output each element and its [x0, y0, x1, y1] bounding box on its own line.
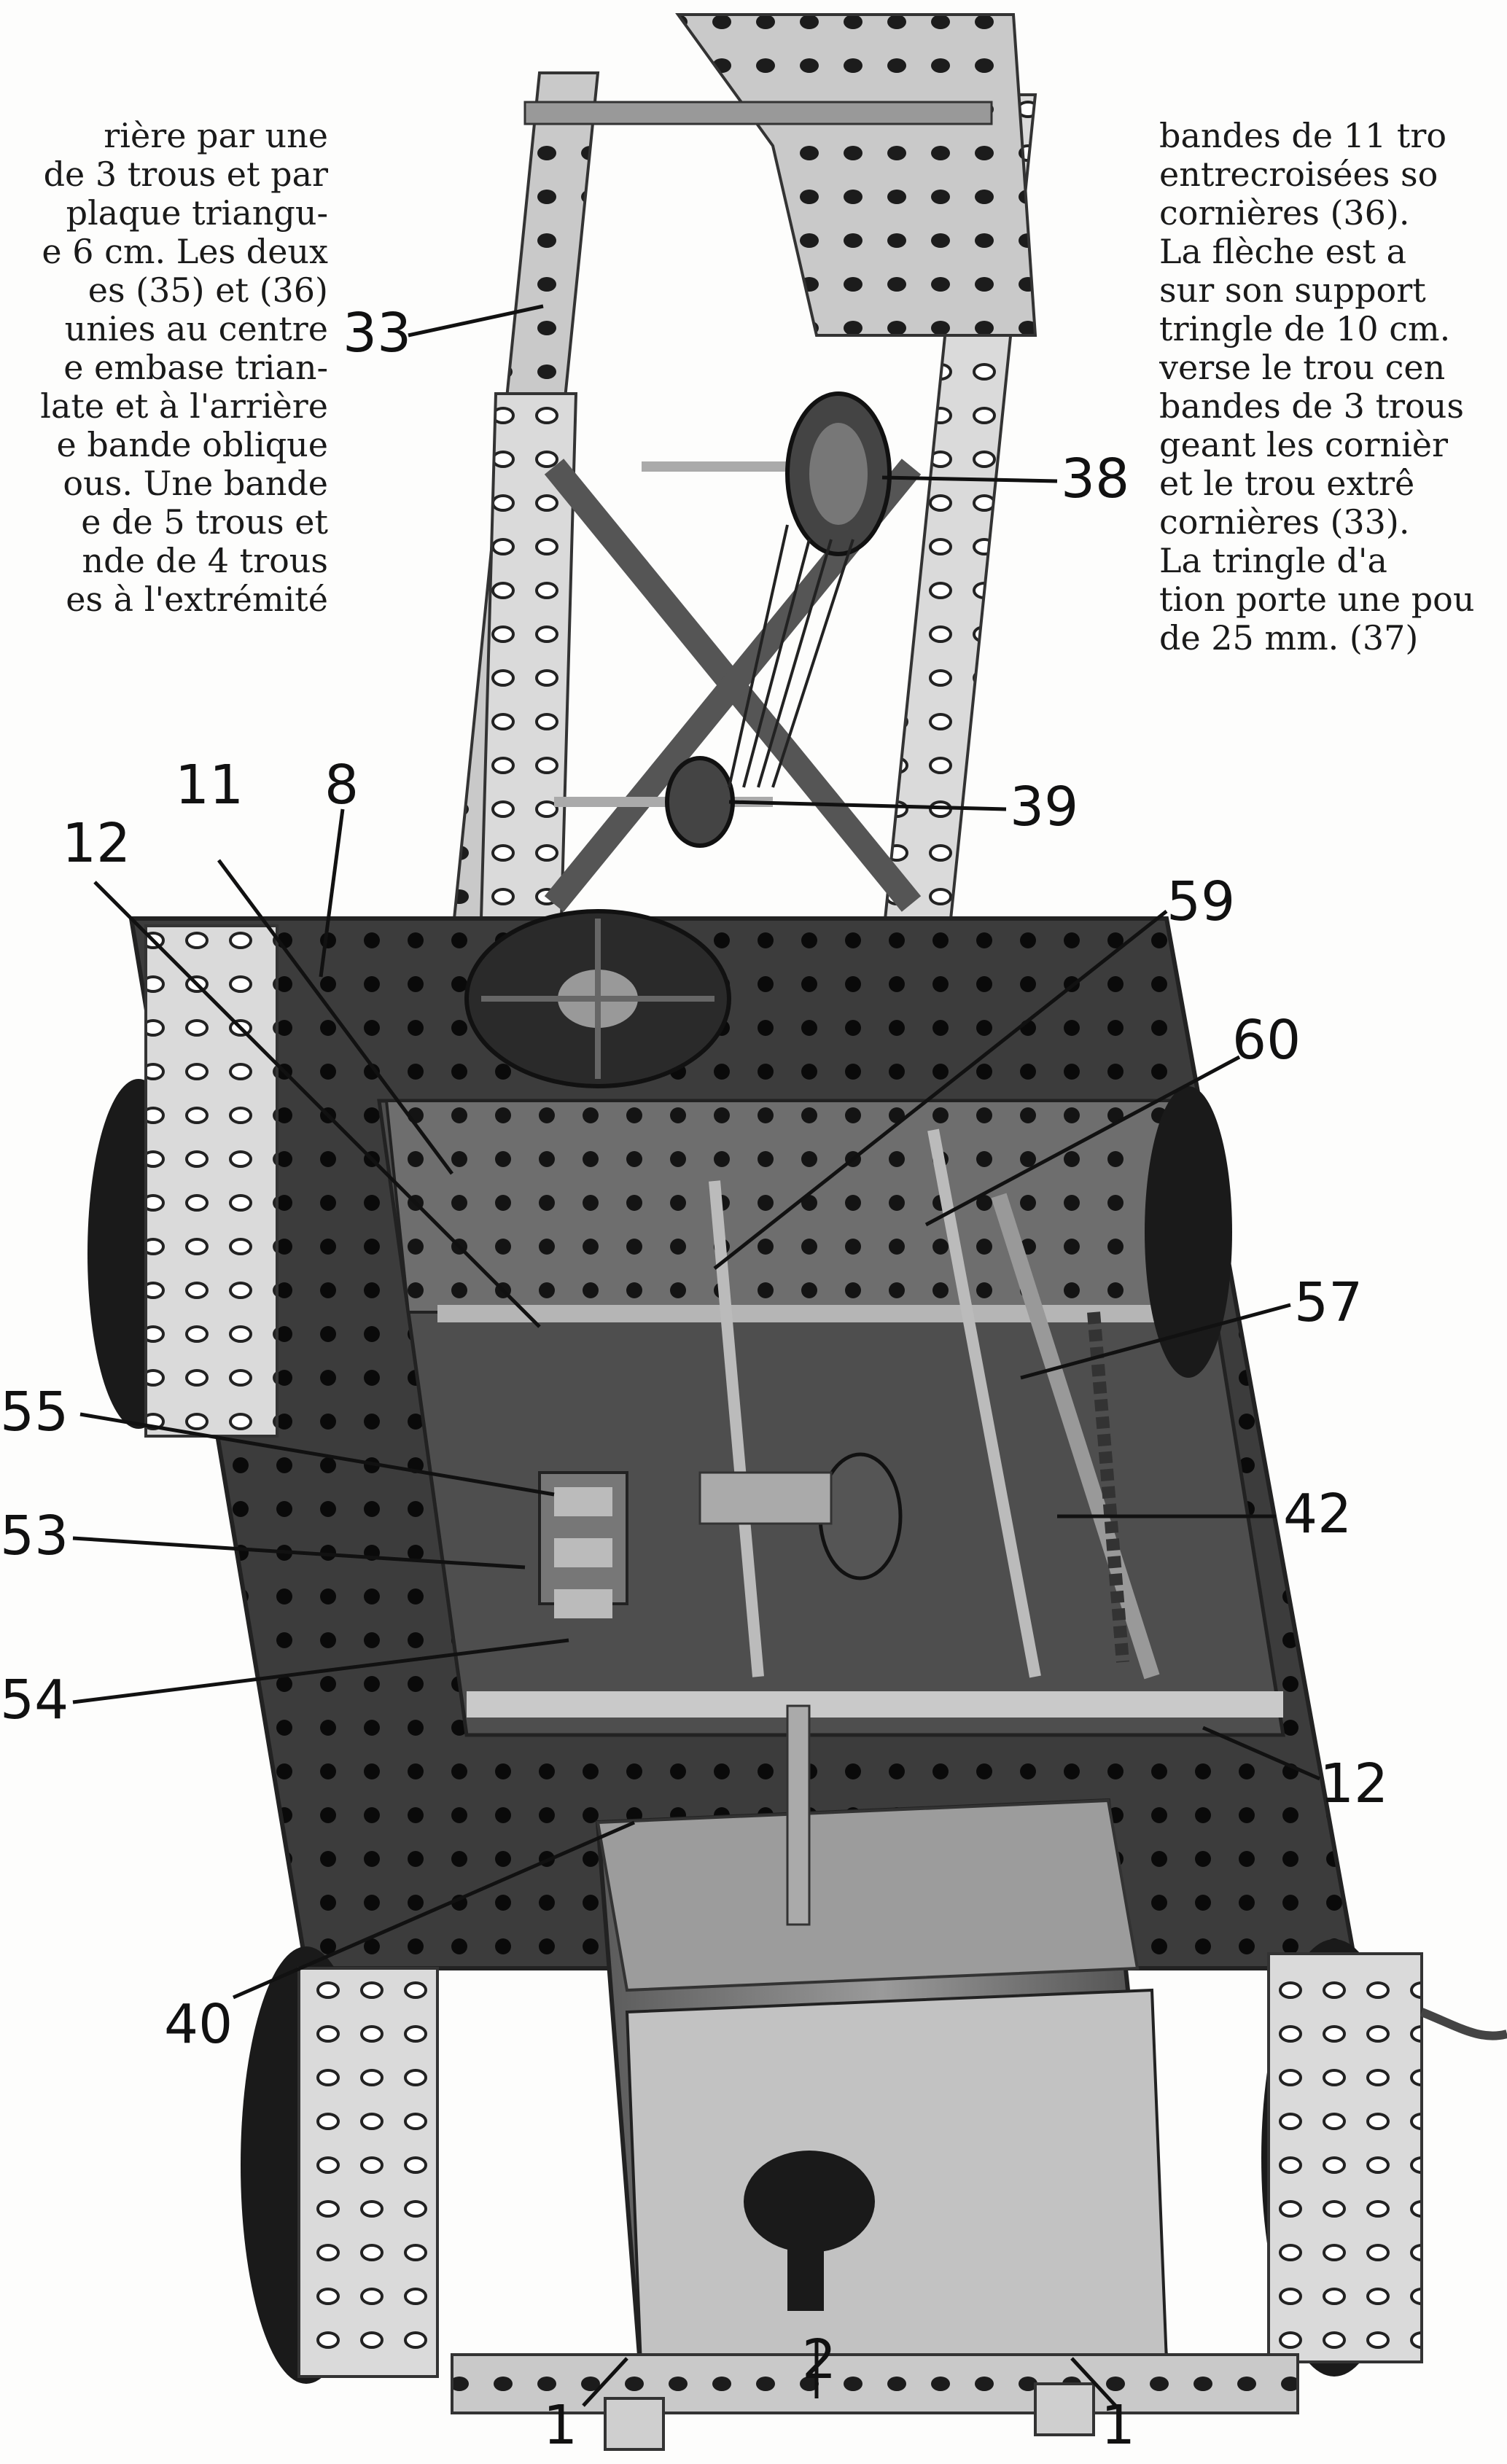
callout-57: 57: [1294, 1271, 1363, 1334]
text-line: verse le trou cen: [1159, 348, 1446, 387]
turntable: [464, 909, 731, 1088]
text-line: geant les cornièr: [1159, 425, 1448, 464]
leader-lines: [72, 304, 1321, 2407]
text-line: nde de 4 trous: [82, 541, 329, 580]
text-line: e de 5 trous et: [81, 502, 328, 542]
text-line: tringle de 10 cm.: [1159, 309, 1451, 348]
text-line: de 25 mm. (37): [1159, 618, 1419, 658]
motor-block: [595, 1704, 1169, 2387]
callout-40: 40: [164, 1993, 233, 2056]
text-line: entrecroisées so: [1159, 155, 1438, 194]
callout-8: 8: [324, 754, 359, 816]
left-rear-wheel: [87, 924, 279, 1438]
left-front-wheel: [241, 1946, 439, 2384]
callout-60: 60: [1232, 1009, 1301, 1072]
callout-39: 39: [1010, 776, 1079, 838]
jib-boom: [450, 13, 1037, 949]
text-line: plaque triangu-: [66, 193, 328, 233]
power-cable: [1420, 2008, 1507, 2040]
left-text-column: rière par une de 3 trous et par plaque t…: [0, 117, 328, 619]
callout-55: 55: [0, 1381, 69, 1443]
callout-11: 11: [175, 754, 244, 816]
callout-59: 59: [1167, 870, 1236, 933]
callout-12-bottom: 12: [1320, 1753, 1389, 1815]
callout-38: 38: [1061, 448, 1130, 510]
callout-33: 33: [343, 302, 412, 364]
text-line: de 3 trous et par: [43, 155, 328, 194]
callout-12-top: 12: [62, 812, 131, 875]
bracket-right: [1034, 2382, 1095, 2436]
text-line: tion porte une pou: [1159, 580, 1475, 619]
text-line: e 6 cm. Les deux: [42, 232, 328, 271]
pulley-38: [785, 391, 892, 556]
text-line: es à l'extrémité: [66, 580, 328, 619]
text-line: La flèche est a: [1159, 232, 1407, 271]
text-line: e embase trian-: [63, 348, 328, 387]
text-line: bandes de 11 tro: [1159, 117, 1447, 155]
pulley-39: [665, 756, 735, 848]
text-line: bandes de 3 trous: [1159, 386, 1464, 426]
text-line: e bande oblique: [56, 425, 329, 464]
front-strip: [451, 2353, 1299, 2414]
callout-1-left: 1: [543, 2394, 578, 2457]
right-front-wheel: [1261, 1939, 1423, 2377]
chassis: [128, 909, 1359, 1970]
gears: [538, 1452, 903, 1618]
text-line: cornières (33).: [1159, 502, 1410, 542]
right-rear-wheel: [1145, 1086, 1232, 1378]
text-line: es (35) et (36): [87, 270, 328, 310]
callout-1-right: 1: [1101, 2394, 1136, 2457]
text-line: unies au centre: [64, 309, 328, 348]
callout-54: 54: [0, 1669, 69, 1731]
text-line: cornières (36).: [1159, 193, 1410, 233]
callout-53: 53: [0, 1505, 69, 1567]
text-line: sur son support: [1159, 270, 1426, 310]
text-line: La tringle d'a: [1159, 541, 1387, 580]
text-line: rière par une: [104, 117, 328, 155]
text-line: et le trou extrê: [1159, 464, 1415, 503]
bracket-left: [604, 2397, 665, 2451]
text-line: ous. Une bande: [63, 464, 328, 503]
text-line: late et à l'arrière: [40, 386, 328, 426]
right-text-column: bandes de 11 tro entrecroisées so corniè…: [1159, 117, 1507, 658]
callout-42: 42: [1283, 1483, 1352, 1545]
callout-2: 2: [802, 2328, 837, 2391]
